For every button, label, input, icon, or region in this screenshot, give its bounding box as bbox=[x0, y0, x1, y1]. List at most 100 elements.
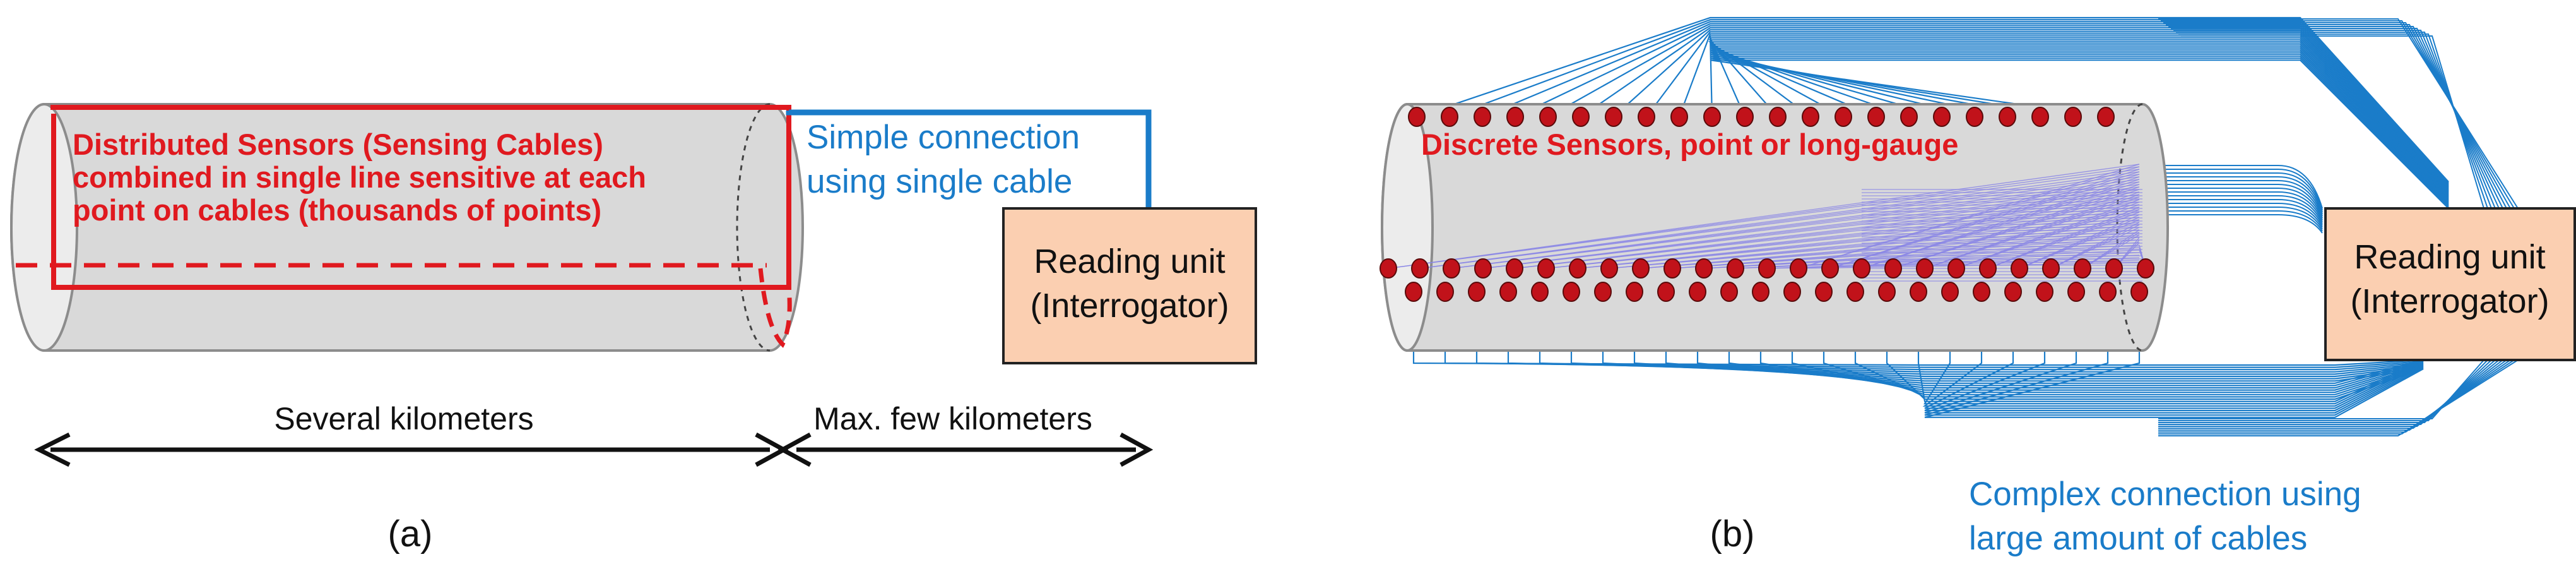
sensor-dot bbox=[1605, 107, 1622, 127]
outer-cable bbox=[2158, 359, 2511, 433]
sensor-dot bbox=[1752, 282, 1770, 302]
middle-cable bbox=[2146, 184, 2323, 219]
sensor-dot bbox=[1846, 282, 1864, 302]
outer-cable bbox=[2158, 359, 2515, 435]
sensor-dot bbox=[1626, 282, 1643, 302]
sensor-dot bbox=[1572, 107, 1590, 127]
upper-cable bbox=[1710, 45, 2449, 200]
sensor-dot bbox=[1916, 258, 1934, 279]
sensor-dot bbox=[1867, 107, 1885, 127]
sensor-dot bbox=[1474, 107, 1491, 127]
sensor-dot bbox=[1878, 282, 1896, 302]
sensor-dot bbox=[1966, 107, 1983, 127]
simple-connection-line-2: using single cable bbox=[806, 163, 1072, 200]
sensor-dot bbox=[1670, 107, 1688, 127]
upper-cable bbox=[1708, 41, 2449, 198]
sensor-dot bbox=[1600, 258, 1618, 279]
single-connection-cable bbox=[786, 109, 1152, 208]
middle-cable bbox=[2146, 210, 2323, 232]
sensor-dot bbox=[1947, 258, 1965, 279]
sensor-dot bbox=[1821, 258, 1839, 279]
sensor-dot bbox=[1999, 107, 2016, 127]
sensor-dot bbox=[1657, 282, 1675, 302]
upper-cable bbox=[1449, 19, 2449, 184]
sensor-dot bbox=[1594, 282, 1612, 302]
outer-cable bbox=[2158, 359, 2496, 425]
sensor-dot bbox=[1411, 258, 1429, 279]
outer-cable bbox=[2178, 33, 2488, 209]
internal-wire bbox=[1482, 186, 2140, 269]
complex-connection-line-1: Complex connection using bbox=[1969, 476, 2361, 513]
sensor-dot bbox=[1537, 258, 1555, 279]
upper-cable bbox=[1416, 16, 2449, 183]
reading-unit-box-b: Reading unit (Interrogator) bbox=[2324, 207, 2576, 361]
interrogator-label-b: (Interrogator) bbox=[2350, 282, 2549, 320]
sensor-dot bbox=[1758, 258, 1776, 279]
internal-wire bbox=[1703, 239, 2140, 269]
internal-wire bbox=[1609, 219, 2140, 269]
sensor-dot bbox=[2004, 282, 2022, 302]
upper-cable bbox=[1708, 39, 2449, 196]
several-kilometers-label: Several kilometers bbox=[274, 401, 533, 436]
sensor-dot bbox=[2074, 258, 2091, 279]
sensor-dot bbox=[1769, 107, 1787, 127]
sensor-dot bbox=[1853, 258, 1870, 279]
outer-cable bbox=[2158, 359, 2507, 431]
panel-b: Discrete Sensors, point or long-gauge Re… bbox=[1380, 16, 2576, 557]
caption-a: (a) bbox=[388, 513, 433, 555]
internal-wire bbox=[1514, 194, 2140, 269]
sensor-dot bbox=[1380, 258, 1397, 279]
internal-wire bbox=[1545, 207, 2140, 269]
sensor-dot bbox=[2105, 258, 2123, 279]
upper-cable bbox=[1646, 31, 2449, 191]
internal-wire bbox=[1924, 196, 2140, 269]
complex-connection-line-2: large amount of cables bbox=[1969, 520, 2307, 557]
sensor-dot bbox=[1638, 107, 1655, 127]
internal-wire bbox=[1640, 227, 2140, 269]
sensor-dot bbox=[1736, 107, 1754, 127]
middle-cable bbox=[2146, 214, 2323, 234]
reading-unit-label-a: Reading unit bbox=[1034, 243, 1225, 280]
outer-cable bbox=[2158, 359, 2488, 421]
sensor-dot bbox=[1506, 258, 1523, 279]
sensor-dot bbox=[1689, 282, 1706, 302]
sensor-dot bbox=[1443, 258, 1460, 279]
upper-cable bbox=[1482, 21, 2449, 185]
sensor-dot bbox=[2064, 107, 2082, 127]
sensor-dot bbox=[1695, 258, 1713, 279]
sensor-dot bbox=[2137, 258, 2154, 279]
internal-wire bbox=[1482, 189, 2140, 269]
distributed-sensors-line-1: Distributed Sensors (Sensing Cables) bbox=[73, 128, 603, 161]
sensor-dot bbox=[2097, 107, 2115, 127]
upper-cable bbox=[1709, 35, 2449, 194]
sensor-dot bbox=[1703, 107, 1721, 127]
sensor-dot bbox=[1790, 258, 1807, 279]
sensor-dot bbox=[1835, 107, 1852, 127]
simple-connection-line-1: Simple connection bbox=[806, 119, 1080, 156]
outer-cable bbox=[2158, 18, 2519, 209]
sensor-dot bbox=[1506, 107, 1524, 127]
sensor-dot bbox=[1933, 107, 1951, 127]
middle-cable bbox=[2146, 195, 2323, 224]
sensor-dot bbox=[1802, 107, 1819, 127]
panel-a: Distributed Sensors (Sensing Cables) com… bbox=[10, 103, 1257, 555]
internal-wire bbox=[1419, 171, 2140, 269]
sensing-cable-loop bbox=[16, 105, 792, 348]
sensor-dot bbox=[1441, 107, 1458, 127]
internal-wire bbox=[1419, 176, 2140, 269]
max-few-kilometers-label: Max. few kilometers bbox=[813, 401, 1092, 436]
internal-wire bbox=[1388, 169, 2140, 269]
sensor-dot bbox=[1632, 258, 1650, 279]
sensor-dot bbox=[1900, 107, 1918, 127]
middle-cable bbox=[2146, 203, 2323, 228]
sensor-dot bbox=[1727, 258, 1744, 279]
middle-cable bbox=[2146, 169, 2323, 211]
sensor-dot bbox=[1979, 258, 1997, 279]
sensor-dot bbox=[1569, 258, 1586, 279]
upper-cable bbox=[1710, 59, 2449, 209]
outer-cable bbox=[2161, 20, 2515, 209]
internal-wire bbox=[1545, 204, 2140, 269]
outer-cable bbox=[2163, 22, 2511, 209]
internal-wire bbox=[1861, 181, 2140, 269]
